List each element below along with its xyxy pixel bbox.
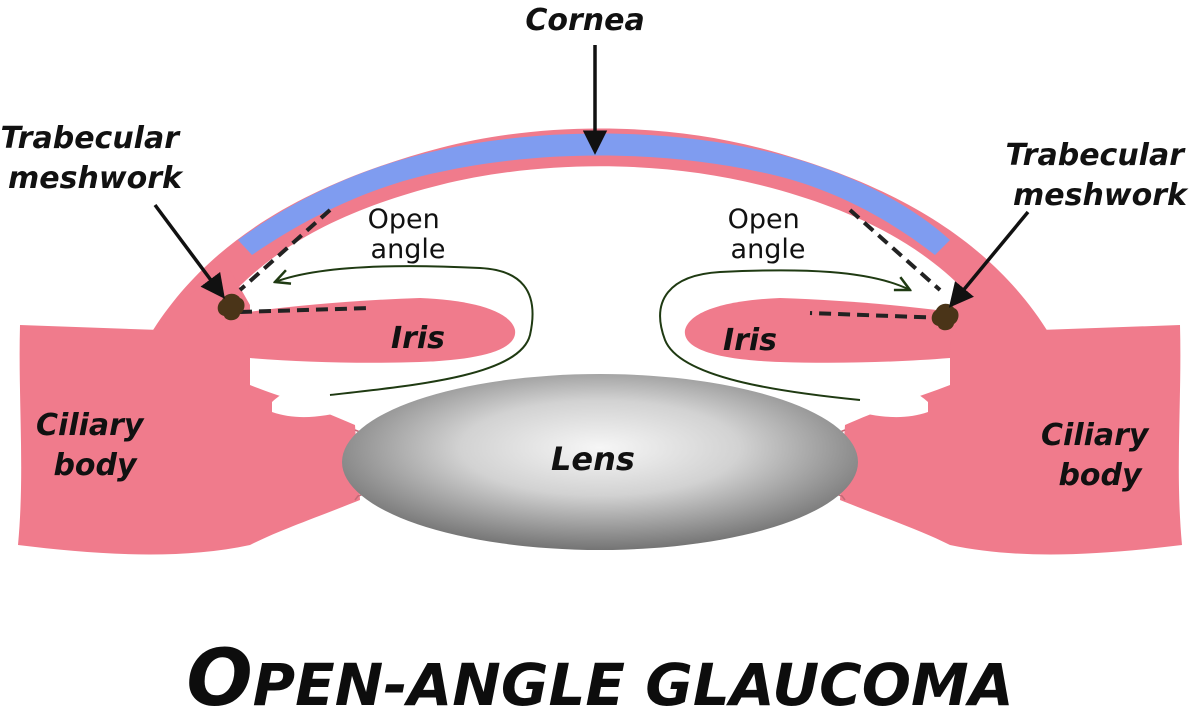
posterior-chamber-right (730, 371, 928, 418)
ciliary-left-line2: body (53, 448, 138, 483)
trabecular-left-label-line1: Trabecular (1, 121, 182, 156)
open-angle-right-line1: Open (728, 204, 800, 235)
iris-left-label: Iris (391, 321, 445, 356)
trabecular-right-label: Trabecular meshwork (1006, 138, 1195, 213)
trabecular-left-label-line2: meshwork (8, 161, 184, 196)
trabecular-meshwork-right (931, 303, 959, 331)
angle-dash-left-lower (239, 306, 371, 314)
trabecular-left-label: Trabecular meshwork (1, 121, 190, 196)
cornea-label: Cornea (525, 3, 644, 38)
open-angle-right-line2: angle (731, 234, 806, 265)
lens-label: Lens (551, 440, 635, 478)
lens (342, 374, 858, 550)
diagram-title: OPEN-ANGLE GLAUCOMA (186, 634, 1013, 717)
ciliary-right-line1: Ciliary (1041, 418, 1150, 453)
open-angle-left-label: Open angle (368, 204, 449, 265)
ciliary-left-line1: Ciliary (36, 408, 145, 443)
angle-dash-right-lower (809, 311, 946, 320)
ciliary-left-label: Ciliary body (36, 408, 154, 483)
trabecular-left-pointer-arrow (153, 203, 225, 299)
diagram-title-cap: O (186, 634, 252, 717)
cornea-layer (238, 133, 950, 255)
posterior-chamber-left (272, 371, 470, 418)
iris-right-label: Iris (723, 323, 777, 358)
ciliary-body-left (18, 270, 360, 555)
iris-left (248, 298, 516, 363)
aqueous-flow-left (275, 265, 534, 396)
trabecular-right-label-line1: Trabecular (1006, 138, 1187, 173)
ciliary-right-line2: body (1058, 458, 1143, 493)
trabecular-meshwork-left (217, 293, 245, 321)
angle-dash-left-upper (238, 208, 332, 292)
open-angle-left-line2: angle (371, 234, 446, 265)
trabecular-right-pointer-arrow (948, 210, 1030, 308)
open-angle-right-label: Open angle (728, 204, 809, 265)
aqueous-flow-right (659, 269, 910, 401)
ciliary-body-right (840, 270, 1182, 555)
open-angle-left-line1: Open (368, 204, 440, 235)
diagram-title-rest: PEN-ANGLE GLAUCOMA (253, 651, 1014, 717)
angle-dash-right-upper (848, 208, 942, 292)
trabecular-right-label-line2: meshwork (1013, 178, 1189, 213)
ciliary-right-label: Ciliary body (1041, 418, 1159, 493)
